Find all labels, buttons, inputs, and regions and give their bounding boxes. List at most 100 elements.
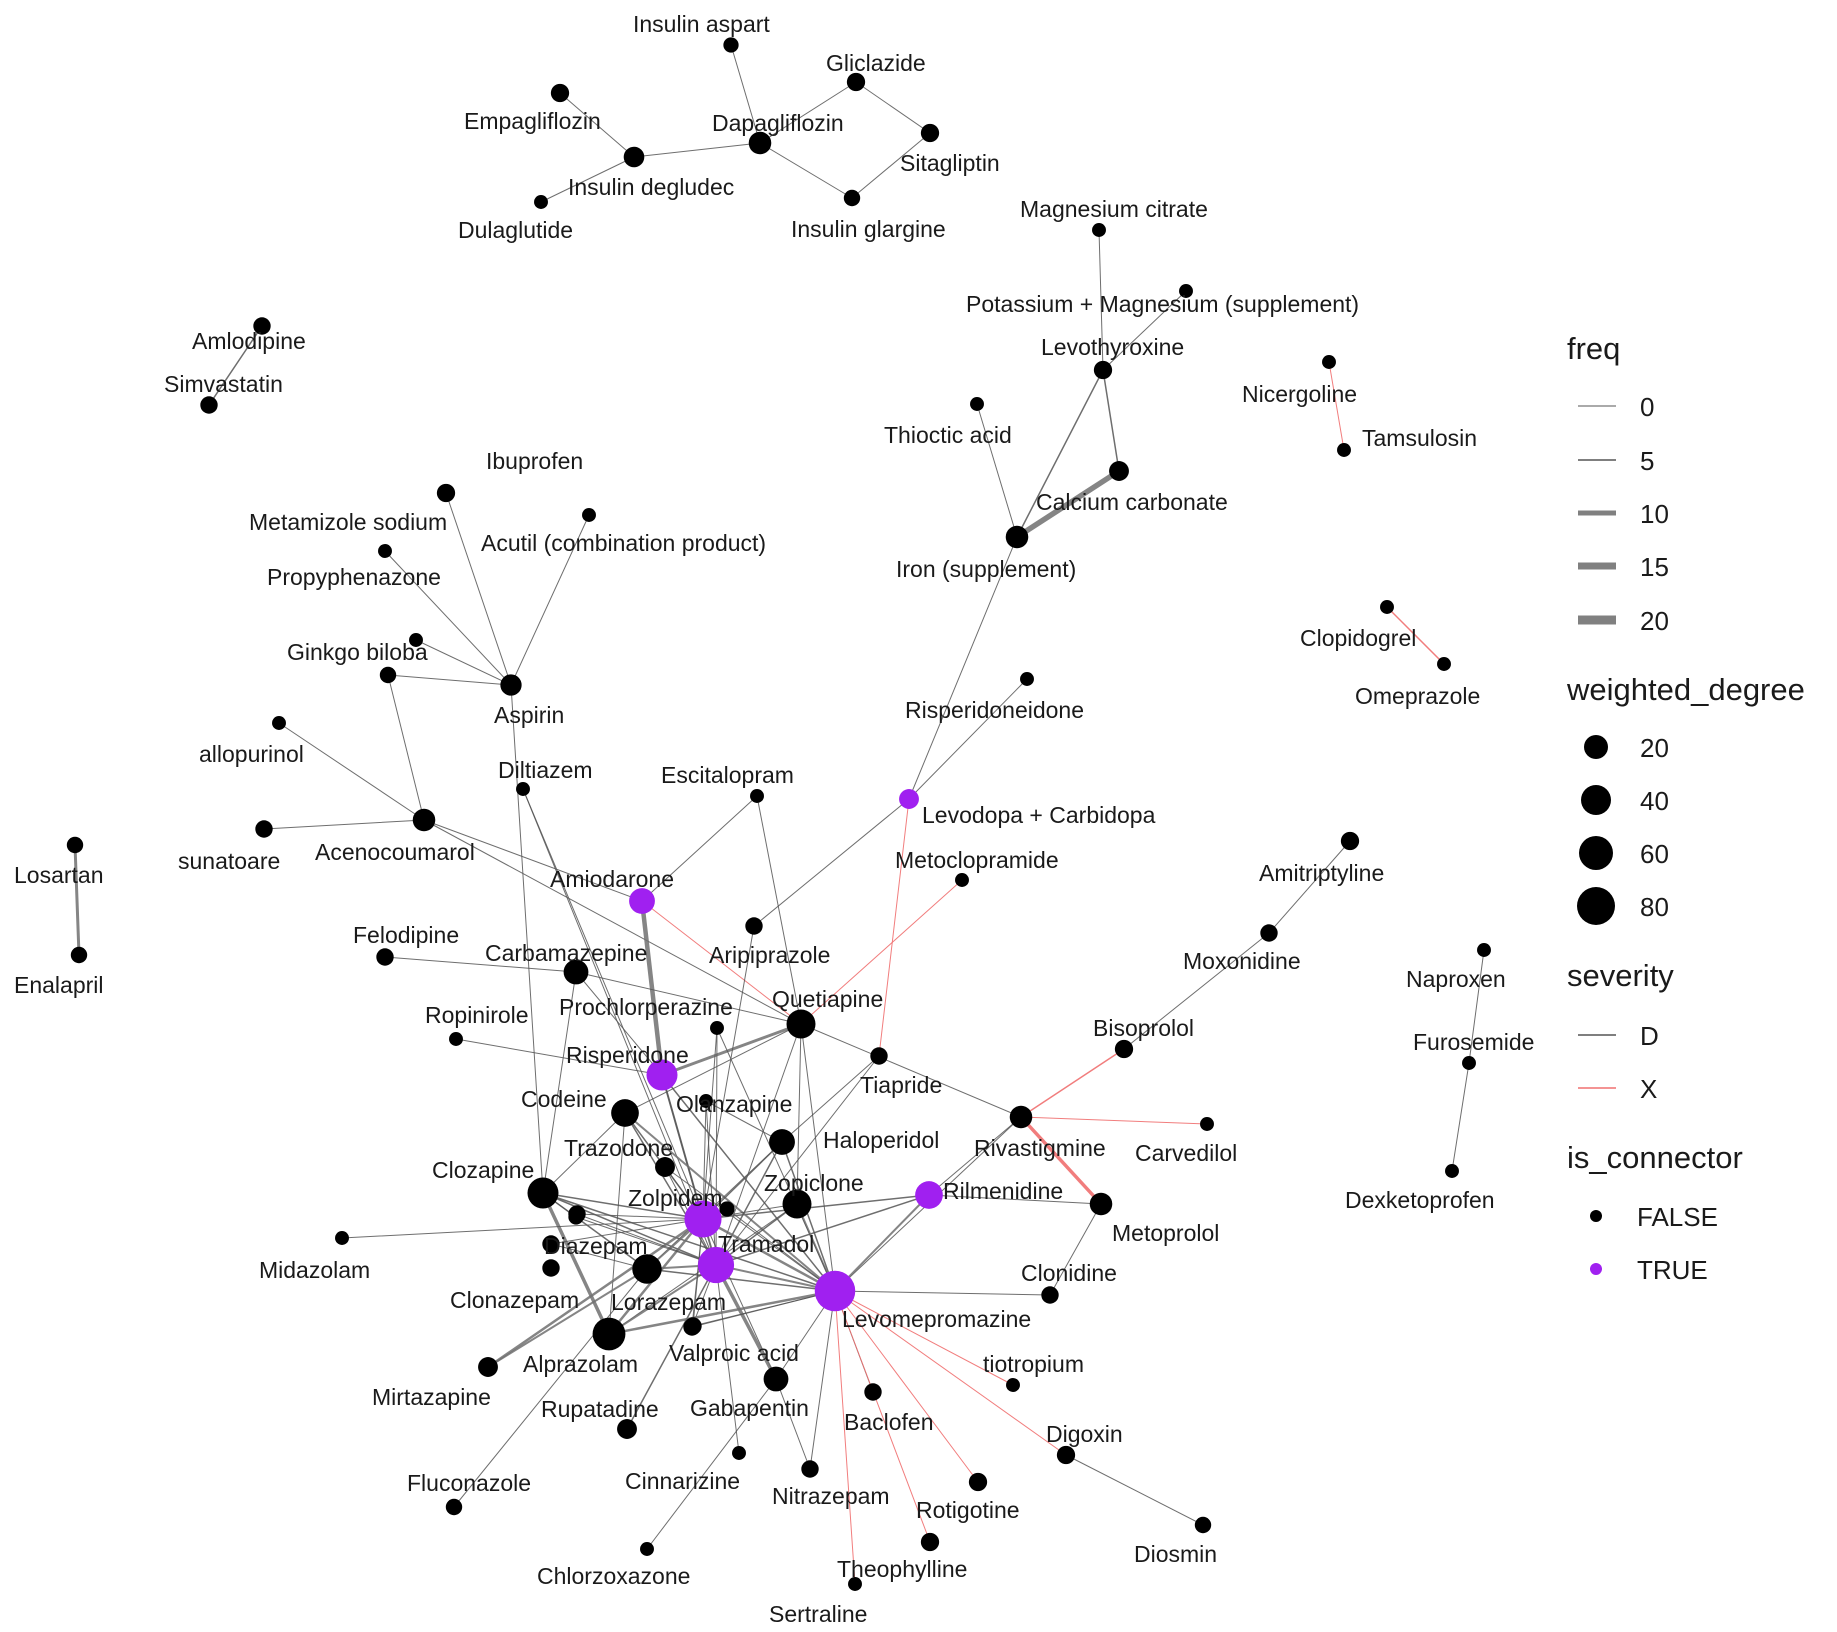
node-label-naproxen: Naproxen: [1406, 966, 1506, 992]
node-label-gliclazide: Gliclazide: [826, 50, 926, 76]
edge-rivastigmine-carvedilol: [1020, 1116, 1208, 1125]
node-label-zopiclone: Zopiclone: [764, 1170, 864, 1196]
node-label-rilmenidine: Rilmenidine: [943, 1178, 1063, 1204]
node-enalapril: [70, 946, 88, 964]
node-acutil: [582, 508, 596, 522]
node-label-empagliflozin: Empagliflozin: [464, 108, 601, 134]
edge-felodipine-carbamazepine: [384, 956, 577, 973]
node-carvedilol: [1200, 1117, 1214, 1131]
node-label-escitalopram: Escitalopram: [661, 762, 794, 788]
node-label-propyphenazone: Propyphenazone: [267, 564, 441, 590]
node-label-simvastatin: Simvastatin: [164, 371, 283, 397]
node-label-diltiazem: Diltiazem: [498, 757, 593, 783]
edge-levomepromazine-trazodone: [664, 1166, 836, 1292]
node-label-risperidoneidone: Risperidoneidone: [905, 697, 1084, 723]
node-label-zolpidem: Zolpidem: [628, 1185, 723, 1211]
node-empagliflozin: [550, 83, 570, 103]
edge-rilmenidine-tramadol: [715, 1194, 930, 1266]
node-trazodone: [655, 1157, 675, 1177]
node-label-metamizole-sodium: Metamizole sodium: [249, 509, 447, 535]
legend-freq-label-0: 0: [1640, 392, 1654, 422]
node-allopurinol: [272, 716, 286, 730]
edge-quetiapine-rivastigmine: [800, 1023, 1022, 1118]
node-theophylline: [920, 1532, 940, 1552]
legend-connector-key-false: [1590, 1210, 1602, 1222]
node-label-clozapine: Clozapine: [432, 1157, 534, 1183]
node-fluconazole: [445, 1498, 463, 1516]
edge-metoprolol-clonidine: [1049, 1203, 1102, 1296]
edge-ginkgo-biloba-acenocoumarol: [387, 674, 425, 821]
node-bisoprolol: [1114, 1039, 1134, 1059]
node-mirtazapine: [478, 1357, 498, 1377]
node-zopiclone: [782, 1189, 812, 1219]
node-nitrazepam: [801, 1460, 819, 1478]
legend-severity: severity D X: [1567, 958, 1674, 1104]
edge-prochlorperazine-zolpidem: [702, 1027, 718, 1220]
node-amlodipine: [253, 317, 271, 335]
node-label-clonidine: Clonidine: [1021, 1260, 1117, 1286]
edge-escitalopram-quetiapine: [756, 795, 802, 1025]
node-label-carbamazepine: Carbamazepine: [485, 940, 647, 966]
edge-lorazepam-diazepam: [550, 1243, 648, 1270]
node-metoclopramide: [955, 873, 969, 887]
node-digoxin: [1056, 1445, 1076, 1465]
edge-tramadol-cinnarizine: [715, 1264, 740, 1454]
edge-moxonidine-bisoprolol: [1123, 932, 1270, 1050]
node-thioctic-acid: [970, 397, 984, 411]
edge-olanzapine-tramadol: [705, 1100, 717, 1266]
edge-dapagliflozin-insulin-glargine: [759, 142, 853, 199]
node-label-amitriptyline: Amitriptyline: [1259, 860, 1384, 886]
node-escitalopram: [750, 789, 764, 803]
node-label-haloperidol: Haloperidol: [823, 1127, 939, 1153]
node-insulin-aspart: [723, 37, 739, 53]
edge-aripiprazole-zolpidem: [702, 925, 755, 1220]
edge-insulin-aspart-dapagliflozin: [730, 44, 761, 144]
edge-tramadol-gabapentin: [714, 1263, 778, 1381]
node-label-furosemide: Furosemide: [1413, 1029, 1534, 1055]
node-label-potassium-magnesium: Potassium + Magnesium (supplement): [966, 291, 1359, 317]
edge-levomepromazine-sertraline: [834, 1290, 856, 1585]
node-label-levodopa-carbidopa: Levodopa + Carbidopa: [922, 802, 1156, 828]
node-diltiazem: [516, 782, 530, 796]
node-label-risperidone: Risperidone: [566, 1042, 689, 1068]
edge-insulin-degludec-dulaglutide: [540, 156, 635, 203]
edge-carbamazepine-clozapine: [542, 971, 577, 1194]
node-chlorzoxazone: [640, 1542, 654, 1556]
edge-anon-2-tramadol: [576, 1213, 717, 1266]
node-label-clopidogrel: Clopidogrel: [1300, 625, 1416, 651]
node-furosemide: [1462, 1056, 1476, 1070]
edge-zolpidem-levomepromazine: [701, 1217, 837, 1293]
node-rivastigmine: [1009, 1105, 1033, 1129]
node-label-diazepam: Diazepam: [544, 1233, 648, 1259]
edge-escitalopram-amiodarone: [641, 795, 758, 902]
node-label-ginkgo-biloba: Ginkgo biloba: [287, 639, 428, 665]
node-sitagliptin: [920, 123, 940, 143]
node-label-theophylline: Theophylline: [837, 1556, 967, 1582]
node-felodipine: [376, 948, 394, 966]
edge-clozapine-levomepromazine: [542, 1192, 836, 1292]
node-anon-3: [684, 1317, 702, 1335]
node-label-omeprazole: Omeprazole: [1355, 683, 1480, 709]
node-dexketoprofen: [1445, 1164, 1459, 1178]
edge-haloperidol-tramadol: [715, 1141, 783, 1266]
legend-weighted-degree: weighted_degree 20 40 60 80: [1566, 672, 1805, 925]
node-tiapride: [870, 1047, 888, 1065]
node-zolpidem: [684, 1200, 722, 1238]
edge-thioctic-acid-iron-supplement: [976, 403, 1018, 538]
edge-quetiapine-codeine: [624, 1023, 802, 1114]
edge-rivastigmine-rilmenidine: [928, 1116, 1022, 1196]
node-risperidoneidone: [1020, 672, 1034, 686]
node-label-nitrazepam: Nitrazepam: [772, 1483, 890, 1509]
node-ropinirole: [449, 1032, 463, 1046]
edge-tramadol-levomepromazine: [715, 1264, 836, 1292]
edge-allopurinol-acenocoumarol: [278, 722, 425, 821]
legend-degree-label-60: 60: [1640, 839, 1669, 869]
edge-midazolam-zolpidem: [341, 1218, 704, 1239]
node-potassium-magnesium: [1179, 284, 1193, 298]
node-amiodarone: [629, 888, 655, 914]
edge-quetiapine-risperidone: [660, 1022, 803, 1077]
legend-freq-label-20: 20: [1640, 606, 1669, 636]
node-gliclazide: [846, 72, 866, 92]
edge-diltiazem-tramadol: [522, 788, 717, 1266]
edge-layer: [73, 44, 1485, 1585]
